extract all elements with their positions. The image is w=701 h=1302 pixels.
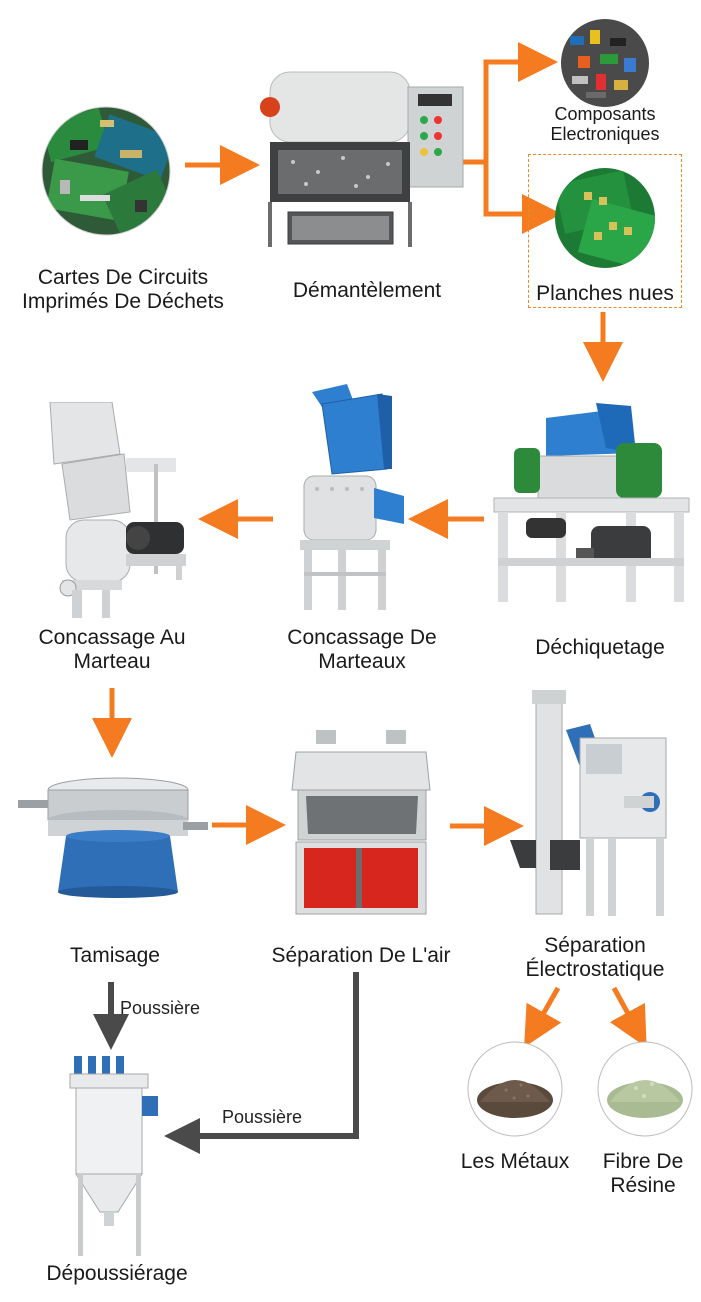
arrow-air-to-dust xyxy=(164,972,359,1154)
label-electrostatic: Séparation Électrostatique xyxy=(525,934,665,981)
label-air-separation: Séparation De L'air xyxy=(271,944,451,967)
arrow-electrostatic-to-resin xyxy=(609,986,647,1048)
dismantling-machine-image xyxy=(260,71,464,247)
label-dust-from-sieving: Poussière xyxy=(120,998,201,1018)
crusher-blue-image xyxy=(300,384,404,610)
hammer-crusher-image xyxy=(49,402,186,618)
label-resin-fiber: Fibre De Résine xyxy=(602,1150,684,1197)
label-components: Composants Electroniques xyxy=(550,104,660,144)
label-hammer-crushing-de: Concassage De Marteaux xyxy=(287,626,437,673)
air-separator-image xyxy=(291,730,431,915)
label-sieving: Tamisage xyxy=(70,944,160,967)
label-dust-from-air: Poussière xyxy=(222,1107,303,1127)
dust-collector-image xyxy=(69,1056,158,1256)
label-hammer-crushing-au: Concassage Au Marteau xyxy=(38,626,186,673)
arrow-dismantling-to-boards xyxy=(483,162,562,234)
shredder-image xyxy=(493,403,690,602)
vibrating-sieve-image xyxy=(18,777,208,898)
label-metals: Les Métaux xyxy=(460,1150,570,1173)
electrostatic-separator-image xyxy=(510,690,667,916)
arrow-electrostatic-to-metals xyxy=(524,986,562,1048)
label-waste-pcb: Cartes De Circuits Imprimés De Déchets xyxy=(22,266,224,313)
label-bare-boards: Planches nues xyxy=(536,282,674,305)
bare-boards-highlight xyxy=(528,154,682,308)
electronic-components-image xyxy=(561,19,649,107)
label-dust-removal: Dépoussiérage xyxy=(46,1262,188,1285)
waste-pcb-image xyxy=(41,106,171,236)
metals-image xyxy=(467,1041,563,1137)
resin-fiber-image xyxy=(597,1041,693,1137)
label-dismantling: Démantèlement xyxy=(292,279,442,302)
bare-boards-image xyxy=(555,168,655,268)
label-shredding: Déchiquetage xyxy=(535,636,665,659)
